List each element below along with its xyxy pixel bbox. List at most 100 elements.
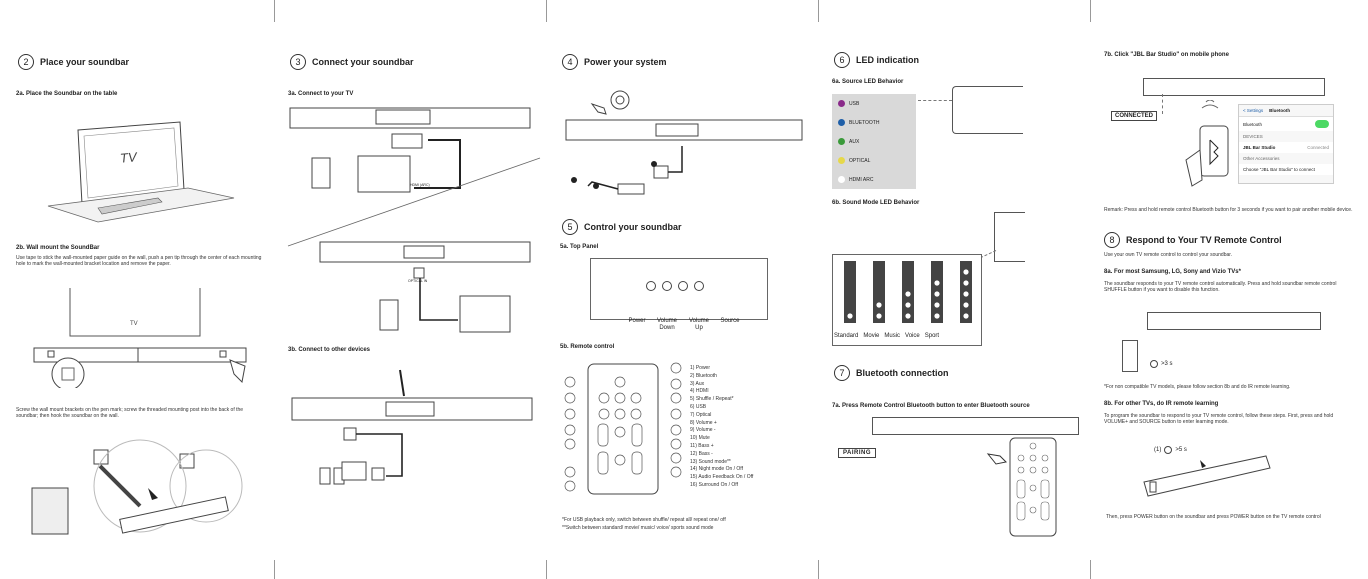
connection-line (1162, 94, 1164, 114)
mode-label-sport: Sport (924, 333, 940, 339)
mode-led-dot (876, 302, 882, 308)
optical-port-label: OPTICAL IN (408, 279, 428, 283)
remote-control-diagram (564, 362, 682, 495)
section-6b-title: 6b. Sound Mode LED Behavior (832, 200, 920, 206)
mode-label-voice: Voice (905, 333, 920, 339)
section-8-intro: Use your own TV remote control to contro… (1104, 252, 1233, 258)
mode-led-dot (934, 280, 940, 286)
power-icon (646, 281, 656, 291)
step-title: Connect your soundbar (312, 57, 414, 67)
section-7b-title: 7b. Click "JBL Bar Studio" on mobile pho… (1104, 52, 1229, 58)
remote-item: 7) Optical (690, 411, 712, 418)
fold-line (546, 0, 547, 22)
remote-item: 4) HDMI (690, 388, 709, 395)
mode-led-dot (934, 291, 940, 297)
step-8-heading: 8 Respond to Your TV Remote Control (1104, 232, 1282, 248)
tv-on-table-illustration (47, 121, 235, 223)
mode-label-movie: Movie (863, 333, 880, 339)
section-2a-title: 2a. Place the Soundbar on the table (16, 91, 118, 97)
section-2b-title: 2b. Wall mount the SoundBar (16, 245, 100, 251)
soundbar-end-illustration (952, 86, 1023, 134)
led-dot (838, 157, 845, 164)
section-8a-note: *For non compatible TV models, please fo… (1104, 384, 1291, 390)
remote-item: 2) Bluetooth (690, 372, 717, 379)
soundbar-illustration (1147, 312, 1321, 330)
source-label: Source (720, 318, 740, 324)
volume-down-icon (662, 281, 672, 291)
phone-choose-hint: Choose "JBL Bar Studio" to connect (1239, 164, 1333, 175)
mode-led-dot (876, 313, 882, 319)
step-2-heading: 2 Place your soundbar (18, 54, 129, 70)
led-label: HDMI ARC (849, 176, 874, 183)
tv-hdmi-connection-illustration (289, 107, 531, 193)
step-7-heading: 7 Bluetooth connection (834, 365, 949, 381)
wall-mount-instructions: Use tape to stick the wall-mounted paper… (16, 255, 262, 268)
mode-label-music: Music (884, 333, 901, 339)
mode-led-dot (905, 291, 911, 297)
step-number: 8 (1104, 232, 1120, 248)
phone-back-link[interactable]: < Settings (1243, 108, 1264, 113)
top-panel-diagram (590, 258, 768, 320)
section-3a-title: 3a. Connect to your TV (288, 91, 354, 97)
step-label: (1) (1154, 447, 1162, 453)
soundbar-remote-side-illustration (1122, 340, 1138, 372)
footnote-shuffle: *For USB playback only, switch between s… (562, 517, 726, 523)
remote-item: 16) Surround On / Off (690, 481, 738, 488)
soundbar-illustration (872, 417, 1079, 435)
remote-item: 3) Aux (690, 380, 705, 387)
section-8a-title: 8a. For most Samsung, LG, Sony and Vizio… (1104, 269, 1241, 275)
remote-item: 6) USB (690, 403, 707, 410)
phone-device-name: JBL Bar Studio (1243, 145, 1276, 150)
footnote-sound-mode: **Switch between standard/ movie/ music/… (562, 525, 714, 531)
bluetooth-toggle[interactable] (1315, 120, 1329, 128)
other-devices-illustration (291, 369, 533, 485)
mode-label-standard: Standard (834, 333, 859, 339)
phone-other-header: Other Accessories (1243, 156, 1280, 161)
fold-line (1090, 0, 1091, 22)
hold-duration: >3 s (1161, 361, 1173, 367)
fold-line (1090, 560, 1091, 579)
remote-item: 14) Night mode On / Off (690, 466, 743, 473)
phone-title: Bluetooth (1269, 108, 1291, 113)
step-title: Bluetooth connection (856, 368, 949, 378)
led-label: USB (849, 100, 860, 107)
remote-item: 11) Bass + (690, 442, 714, 449)
shuffle-hold-instruction: >3 s (1150, 360, 1173, 368)
bracket-instructions: Screw the wall mount brackets on the pen… (16, 407, 244, 420)
mode-led-dot (934, 313, 940, 319)
volume-down-label: Volume Down (656, 318, 677, 331)
fold-line (274, 560, 275, 579)
led-dot (838, 119, 845, 126)
phone-device-row[interactable]: JBL Bar Studio Connected (1239, 142, 1333, 153)
section-8b-text: To program the soundbar to respond to yo… (1104, 413, 1334, 426)
section-5b-title: 5b. Remote control (560, 344, 615, 350)
source-icon (694, 281, 704, 291)
top-panel-labels: Power Volume Down Volume Up Source (626, 318, 742, 332)
step-4-heading: 4 Power your system (562, 54, 667, 70)
step-3-heading: 3 Connect your soundbar (290, 54, 414, 70)
step-title: LED indication (856, 55, 919, 65)
mode-led-dot (847, 313, 853, 319)
remote-item: 10) Mute (690, 435, 710, 442)
step-title: Place your soundbar (40, 57, 130, 67)
final-instruction: Then, press POWER button on the soundbar… (1106, 514, 1321, 520)
fold-line (818, 560, 819, 579)
led-label: AUX (849, 138, 860, 145)
pairing-remark: Remark: Press and hold remote control Bl… (1104, 207, 1353, 213)
wall-mount-guide-illustration (33, 288, 247, 388)
led-dot (838, 176, 845, 183)
led-aux: AUX (832, 132, 916, 151)
remote-item: 8) Volume + (690, 419, 717, 426)
step-title: Respond to Your TV Remote Control (1126, 235, 1282, 245)
remote-item: 15) Audio Feedback On / Off (690, 474, 754, 481)
remote-item: 12) Bass - (690, 450, 713, 457)
diagonal-divider (287, 157, 541, 247)
section-8a-text: The soundbar responds to your TV remote … (1104, 281, 1337, 294)
section-7a-title: 7a. Press Remote Control Bluetooth butto… (832, 403, 1030, 409)
led-hdmi-arc: HDMI ARC (832, 170, 916, 189)
step-5-heading: 5 Control your soundbar (562, 219, 682, 235)
sound-mode-labels: Standard Movie Music Voice Sport (834, 333, 939, 339)
connected-indicator: CONNECTED (1111, 111, 1158, 121)
soundbar-end-illustration (994, 212, 1025, 262)
step-title: Control your soundbar (584, 222, 682, 232)
